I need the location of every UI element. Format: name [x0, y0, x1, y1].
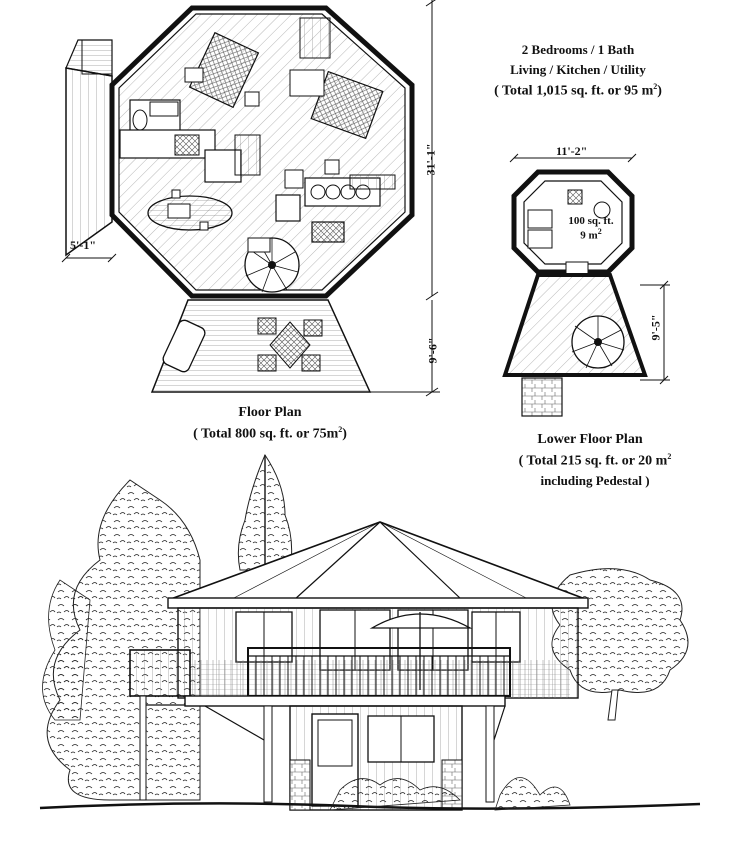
front-elevation — [39, 453, 701, 811]
dim-octagon-height: 31'-1" — [423, 143, 438, 176]
bedroom-2 — [289, 17, 384, 140]
dimension-lines-main — [61, 0, 440, 397]
balcony-railing — [129, 647, 511, 707]
bedroom-1 — [184, 31, 260, 109]
tree-left — [42, 479, 201, 801]
kitchen-island — [147, 189, 233, 231]
floor-plan-title: Floor Plan — [238, 405, 302, 420]
upper-walls — [177, 607, 579, 699]
roof — [167, 521, 589, 609]
main-floor-plan — [61, 0, 440, 397]
dim-deck-depth: 9'-6" — [425, 337, 440, 364]
dim-lower-height: 9'-5" — [648, 314, 663, 341]
lower-floor-plan — [502, 153, 670, 417]
dim-lower-width: 11'-2" — [556, 144, 588, 158]
ground-line — [39, 777, 701, 811]
living-area — [275, 159, 396, 243]
lower-room-area: 100 sq. ft. 9 m2 — [568, 215, 614, 242]
umbrella — [369, 612, 473, 690]
dim-porch-width: 5'-1" — [70, 238, 96, 252]
kitchen-counter — [119, 129, 261, 183]
lower-floor-plan-title: Lower Floor Plan — [537, 432, 643, 447]
summary-total: ( Total 1,015 sq. ft. or 95 m2) — [494, 82, 662, 99]
floor-plan-total: ( Total 800 sq. ft. or 75m2) — [193, 425, 347, 442]
lower-floor-plan-pedestal: including Pedestal ) — [540, 473, 650, 488]
lower-floor-plan-total: ( Total 215 sq. ft. or 20 m2 — [518, 452, 672, 469]
spiral-stair — [244, 237, 300, 293]
porch-entry — [65, 39, 113, 257]
summary-bedrooms: 2 Bedrooms / 1 Bath — [521, 42, 635, 57]
summary-rooms: Living / Kitchen / Utility — [510, 62, 646, 77]
deck — [150, 299, 372, 393]
